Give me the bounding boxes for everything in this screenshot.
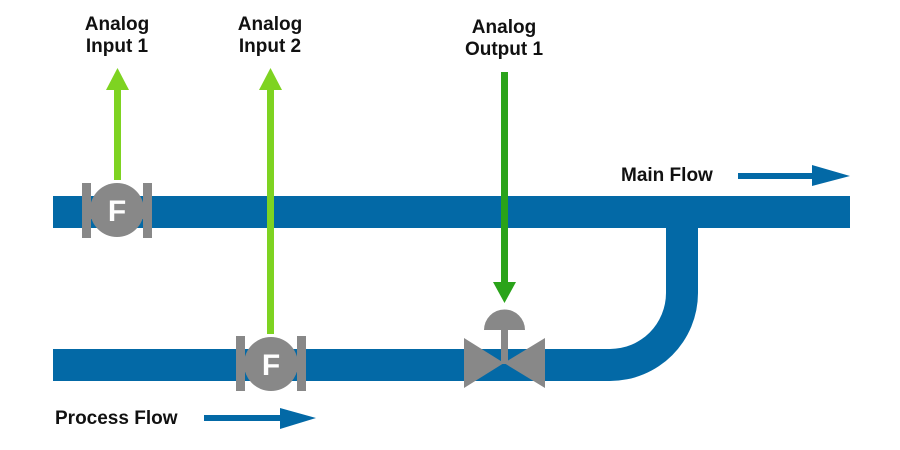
analog-input-1-line2: Input 1 [85, 36, 149, 57]
main-flow-arrow [738, 165, 850, 186]
analog-input-2-line2: Input 2 [238, 36, 302, 57]
valve-actuator-icon [483, 309, 525, 330]
analog-input-1-arrow [106, 68, 129, 180]
analog-input-1-label: Analog Input 1 [67, 14, 167, 58]
flow-meter-1-letter: F [108, 195, 126, 228]
main-flow-label: Main Flow [621, 165, 713, 186]
analog-output-1-arrow [493, 72, 516, 303]
analog-input-2-label: Analog Input 2 [220, 14, 320, 58]
analog-input-2-line1: Analog [237, 14, 303, 35]
valve-body-icon [464, 338, 504, 388]
analog-input-1-line1: Analog [84, 14, 150, 35]
analog-output-1-label: Analog Output 1 [444, 17, 564, 61]
main-pipe [53, 196, 850, 228]
flow-meter-2: F [236, 336, 306, 391]
flow-meter-2-letter: F [262, 349, 280, 382]
control-valve [464, 309, 545, 388]
analog-input-2-arrow [259, 68, 282, 334]
process-flow-label: Process Flow [55, 408, 178, 429]
process-flow-arrow [204, 408, 316, 429]
flow-meter-1: F [82, 183, 152, 238]
analog-output-1-line1: Analog [471, 17, 537, 38]
analog-output-1-line2: Output 1 [464, 39, 544, 60]
process-pipe [53, 228, 698, 381]
